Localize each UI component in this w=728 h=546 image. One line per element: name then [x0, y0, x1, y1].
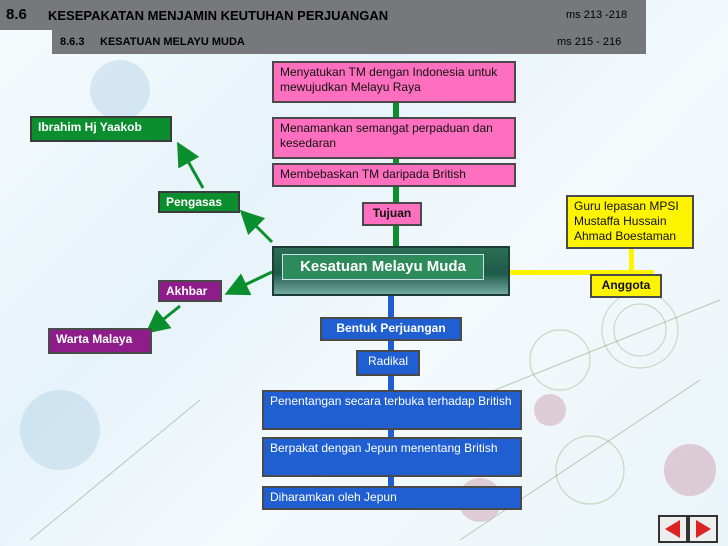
subsection-title: KESATUAN MELAYU MUDA	[100, 36, 245, 48]
nav-back-button[interactable]	[658, 515, 688, 543]
bentuk-item-2: Berpakat dengan Jepun menentang British	[262, 437, 522, 477]
triangle-left-icon	[665, 520, 680, 538]
pengasas-label: Pengasas	[158, 191, 240, 213]
tujuan-item-3: Membebaskan TM daripada British	[272, 163, 516, 187]
section-title: KESEPAKATAN MENJAMIN KEUTUHAN PERJUANGAN	[48, 8, 389, 23]
anggota-label: Anggota	[590, 274, 662, 298]
triangle-right-icon	[696, 520, 711, 538]
anggota-members: Guru lepasan MPSI Mustaffa Hussain Ahmad…	[566, 195, 694, 249]
tujuan-item-2: Menamankan semangat perpaduan dan keseda…	[272, 117, 516, 159]
bentuk-type: Radikal	[356, 350, 420, 376]
bentuk-item-3: Diharamkan oleh Jepun	[262, 486, 522, 510]
subsection-number: 8.6.3	[60, 36, 85, 48]
section-pages: ms 213 -218	[566, 9, 628, 21]
center-node: Kesatuan Melayu Muda	[272, 246, 510, 296]
pengasas-name: Ibrahim Hj Yaakob	[30, 116, 172, 142]
subheader-bar: 8.6.3 KESATUAN MELAYU MUDA ms 215 - 216	[52, 30, 646, 54]
tujuan-item-1: Menyatukan TM dengan Indonesia untuk mew…	[272, 61, 516, 103]
akhbar-label: Akhbar	[158, 280, 222, 302]
bentuk-label: Bentuk Perjuangan	[320, 317, 462, 341]
header-bar: 8.6 KESEPAKATAN MENJAMIN KEUTUHAN PERJUA…	[0, 0, 646, 30]
nav-forward-button[interactable]	[688, 515, 718, 543]
subsection-pages: ms 215 - 216	[557, 36, 622, 48]
section-number: 8.6	[6, 6, 27, 23]
tujuan-label: Tujuan	[362, 202, 422, 226]
bentuk-item-1: Penentangan secara terbuka terhadap Brit…	[262, 390, 522, 430]
center-node-label: Kesatuan Melayu Muda	[282, 254, 484, 280]
akhbar-name: Warta Malaya	[48, 328, 152, 354]
